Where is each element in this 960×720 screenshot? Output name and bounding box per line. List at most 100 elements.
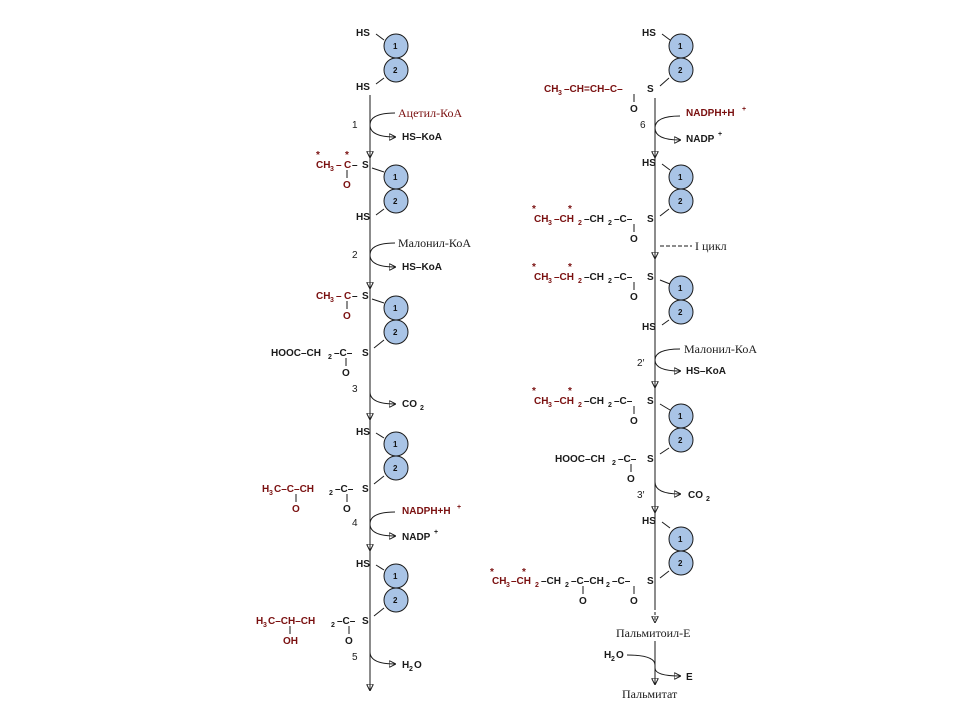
step-number: 3′ [637, 490, 645, 501]
bond [661, 319, 670, 326]
bond [659, 77, 670, 87]
side-arrow [369, 511, 395, 536]
domain-2 [383, 319, 409, 345]
hs-label: HS [356, 82, 370, 93]
reagent-hs-coa: HS–KoA [402, 132, 442, 143]
domain-label: 2 [393, 596, 398, 605]
oxygen: O [630, 104, 638, 115]
bond [375, 33, 385, 41]
reagent-nadp: NADP [402, 532, 431, 543]
enzyme-complex: HS 1 2 HS [356, 28, 409, 93]
hydroxyl: OH [283, 636, 298, 647]
left-pathway: HS 1 2 HS Ацетил-КоА 1 HS–KoA * * CH 3 –… [256, 28, 471, 690]
butyryl-ch2: –CH [554, 272, 574, 283]
butyryl-ch2b: –CH [584, 214, 604, 225]
domain-label: 1 [678, 173, 683, 182]
oxygen: O [343, 504, 351, 515]
keto-c-ch: –C–CH [571, 576, 604, 587]
s-label: S [647, 396, 654, 407]
bond [661, 33, 671, 41]
s-label: S [647, 272, 654, 283]
oxygen: O [345, 636, 353, 647]
bond [659, 570, 670, 579]
acetyl-dash: – [336, 291, 342, 302]
domain-2 [383, 587, 409, 613]
superscript: + [742, 106, 746, 113]
butyryl-ch2b: –CH [584, 396, 604, 407]
water-in-arrow [626, 654, 656, 666]
side-arrow [654, 481, 680, 494]
butyryl-c: –C– [614, 214, 633, 225]
reagent-h2o-o: O [616, 650, 624, 661]
hydroxy-sub: 2 [331, 622, 335, 629]
bond [375, 77, 385, 85]
domain-label: 2 [393, 328, 398, 337]
butyryl-sub: 2 [578, 402, 582, 409]
step-number: 1 [352, 120, 358, 131]
right-pathway: HS 1 2 CH 3 –CH=CH–C– S O NADPH+H + 6 NA… [490, 28, 757, 701]
reagent-h2o-h: H [402, 660, 409, 671]
enzyme-complex: HS 1 2 * * CH 3 –CH 2 –CH 2 –C–CH 2 –C– … [490, 516, 694, 607]
step-number: 2 [352, 250, 358, 261]
domain-2 [383, 455, 409, 481]
oxygen: O [630, 416, 638, 427]
keto-sub: 2 [565, 582, 569, 589]
acetyl-ch: CH [316, 291, 330, 302]
butyryl-ch2b: –CH [584, 272, 604, 283]
bond [371, 298, 385, 304]
crotonyl-ch: CH [544, 84, 558, 95]
step-number: 4 [352, 518, 358, 529]
domain-label: 2 [393, 66, 398, 75]
s-label: S [362, 616, 369, 627]
reagent-nadp: NADP [686, 134, 715, 145]
crotonyl-sub: 3 [558, 90, 562, 97]
h2o-sub: 2 [409, 666, 413, 673]
acetyl-c: C [344, 291, 351, 302]
bond [659, 447, 670, 455]
domain-label: 2 [678, 559, 683, 568]
keto-ch2: –CH [511, 576, 531, 587]
butyryl-ch: CH [534, 214, 548, 225]
domain-label: 2 [678, 436, 683, 445]
hydroxy-sub: 3 [263, 622, 267, 629]
domain-label: 1 [678, 42, 683, 51]
acetoacetyl-chain: C–C–CH [274, 484, 314, 495]
side-arrow [369, 112, 395, 137]
domain-2 [668, 299, 694, 325]
domain-label: 1 [393, 440, 398, 449]
butyryl-c: –C– [614, 396, 633, 407]
malonyl-c: –C– [334, 348, 353, 359]
bond-dash: – [352, 291, 358, 302]
domain-label: 2 [393, 464, 398, 473]
cycle-label: I цикл [695, 239, 727, 253]
bond [373, 607, 385, 617]
star: * [568, 386, 572, 397]
crotonyl-chain: –CH=CH–C– [564, 84, 623, 95]
oxygen: O [342, 368, 350, 379]
domain-label: 2 [678, 197, 683, 206]
star: * [532, 386, 536, 397]
enzyme-complex: * * CH 3 –CH 2 –CH 2 –C– S O 1 2 HOOC–CH… [532, 386, 694, 485]
hydroxy-c: –C– [337, 616, 356, 627]
bond [659, 403, 671, 411]
keto-sub: 2 [535, 582, 539, 589]
oxygen: O [343, 311, 351, 322]
s-label: S [647, 454, 654, 465]
enzyme-complex: CH 3 – C – S O 1 2 HOOC–CH 2 –C– S O [271, 291, 409, 379]
domain-label: 1 [393, 173, 398, 182]
side-arrow [369, 651, 395, 664]
acetoacetyl-sub: 3 [269, 490, 273, 497]
domain-label: 1 [393, 572, 398, 581]
h2o-sub: 2 [611, 656, 615, 663]
butyryl-sub: 3 [548, 220, 552, 227]
acetyl-ch: CH [316, 160, 330, 171]
s-label: S [362, 291, 369, 302]
domain-label: 1 [678, 535, 683, 544]
malonyl-sub: 2 [328, 354, 332, 361]
s-label: S [647, 576, 654, 587]
star: * [522, 567, 526, 578]
hs-label: HS [356, 427, 370, 438]
butyryl-ch: CH [534, 272, 548, 283]
domain-label: 2 [393, 197, 398, 206]
enzyme-complex: HS 1 2 CH 3 –CH=CH–C– S O [544, 28, 694, 115]
